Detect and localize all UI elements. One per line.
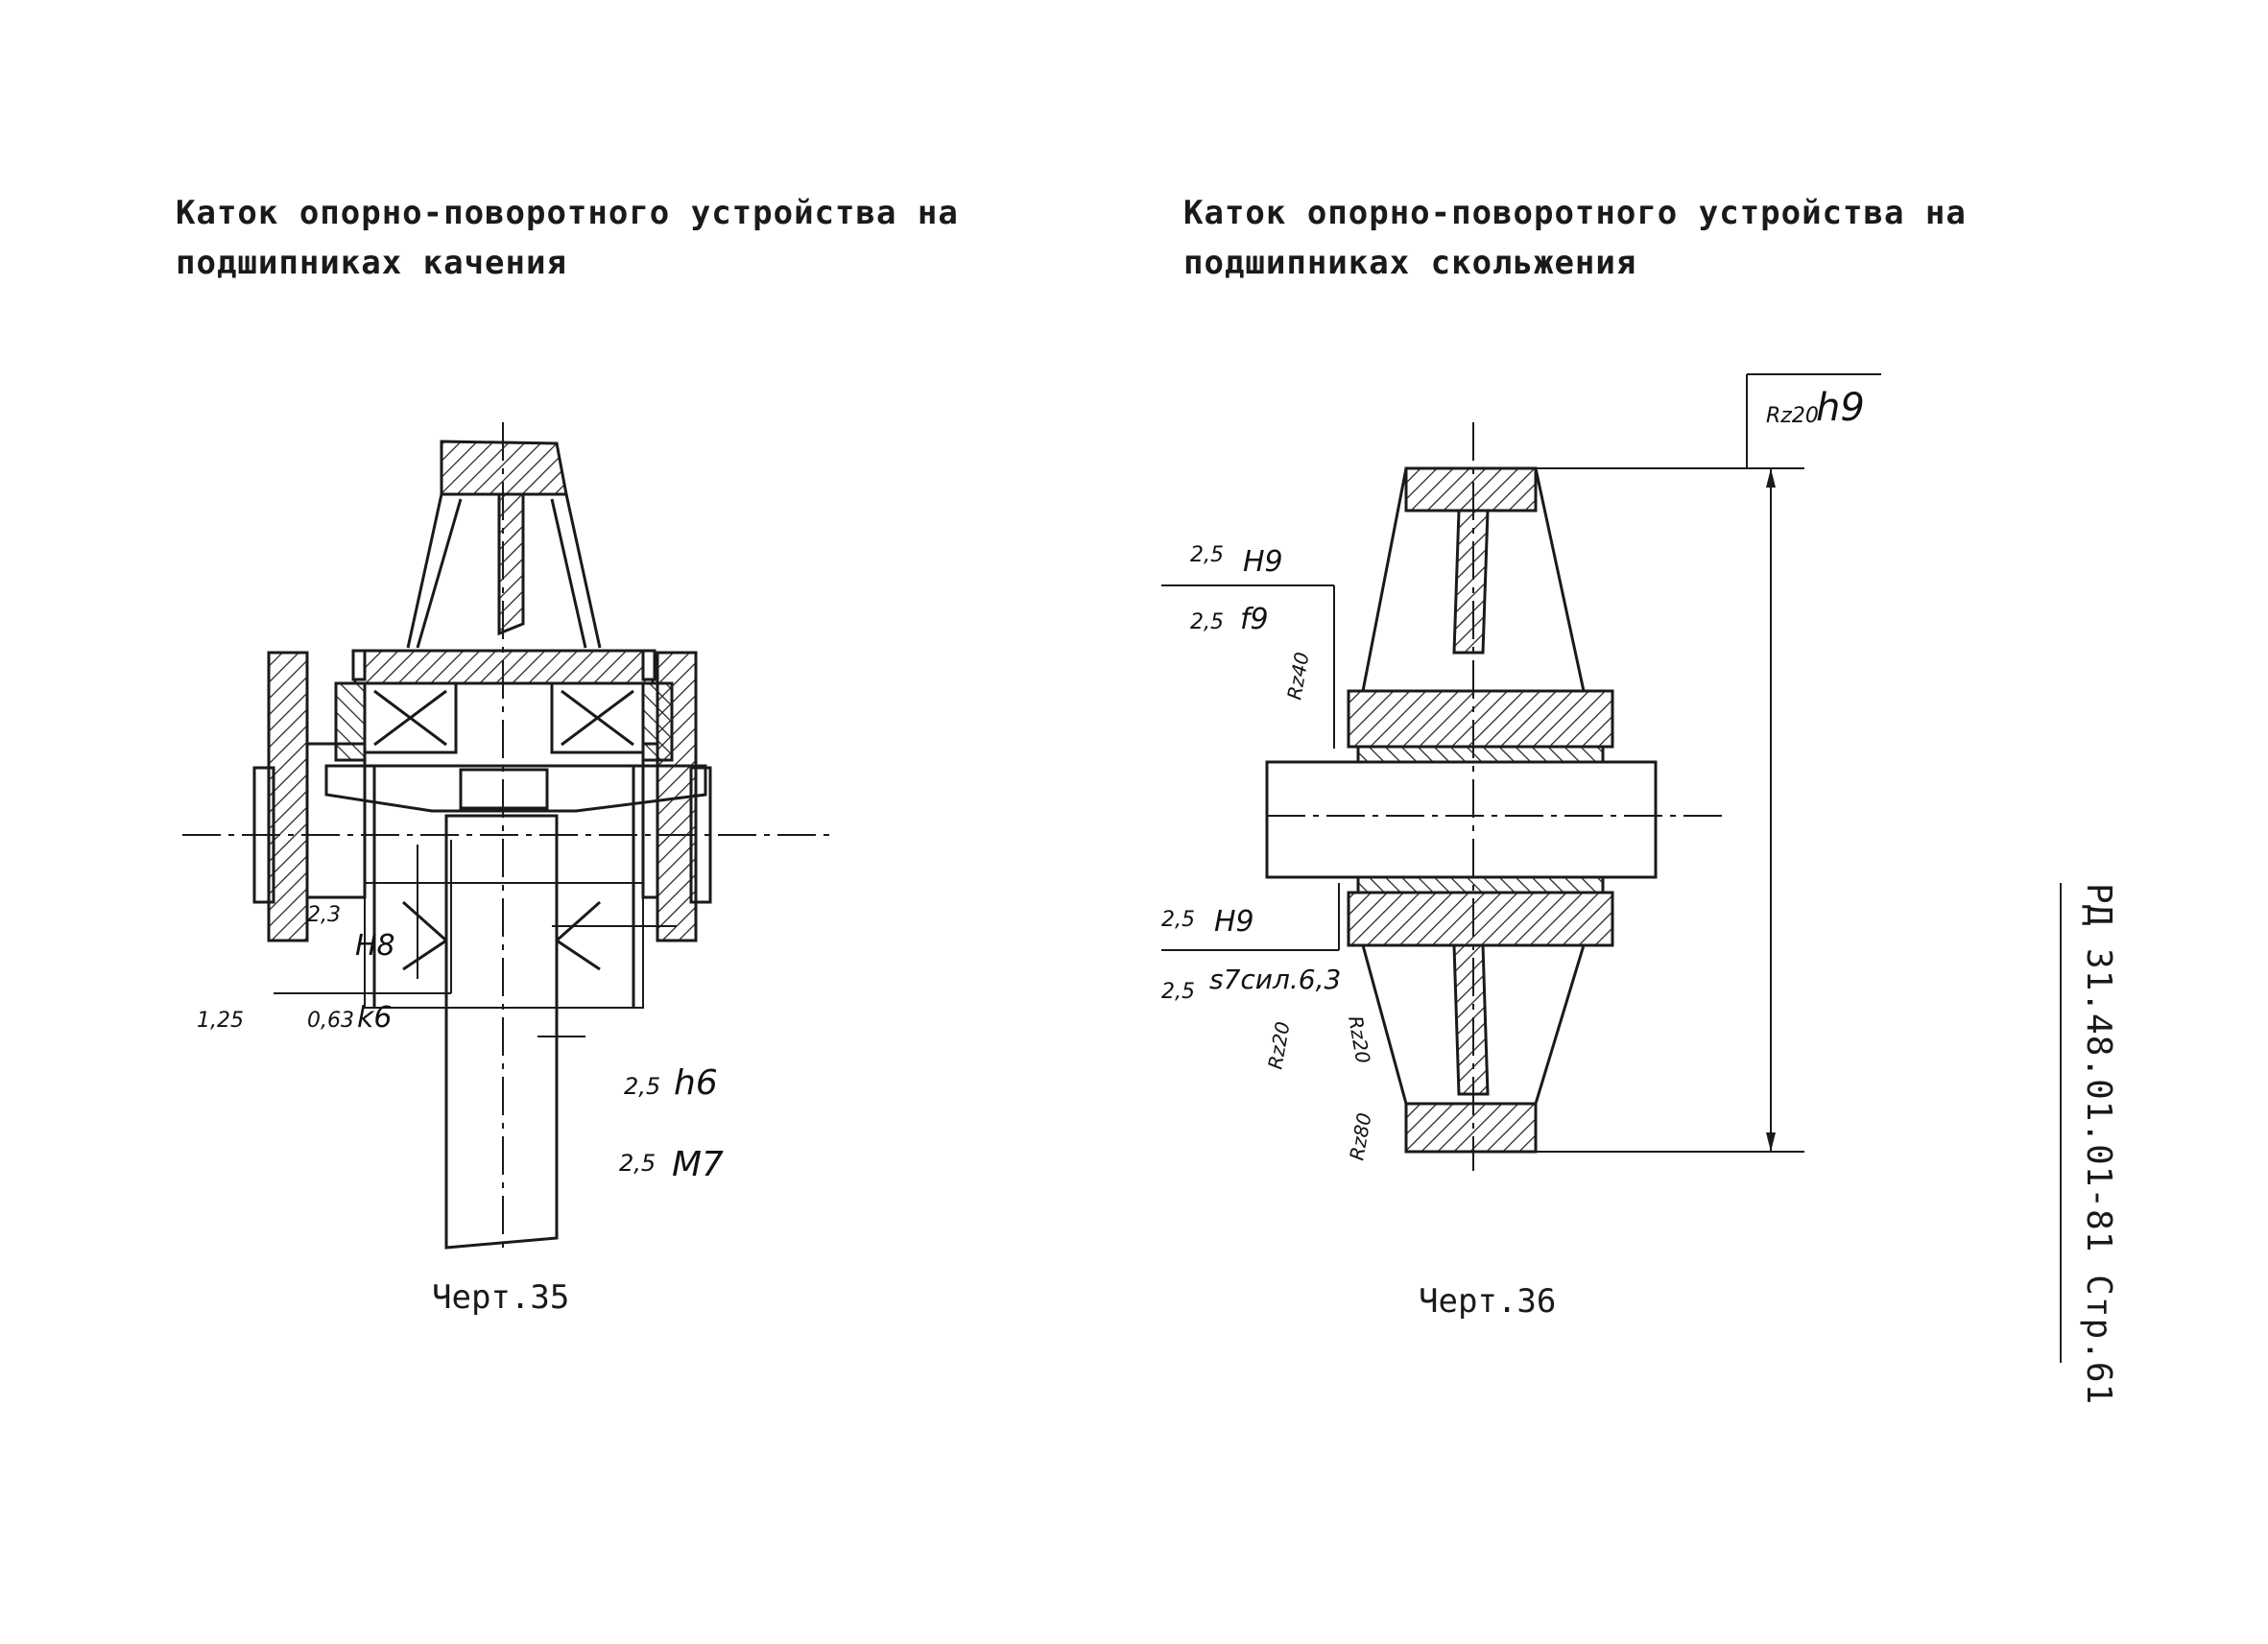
d35-fit-top-num: 2,3 [307,903,341,927]
d36-fit1-top: Н9 [1243,545,1283,579]
stamp-rule [2060,883,2062,1363]
d35-m7-fit: М7 [672,1145,724,1184]
d35-fit-bottom: k6 [357,1001,392,1035]
d36-fit1-bottom: f9 [1240,603,1269,636]
d36-fit2-bottom-num: 2,5 [1161,980,1195,1004]
d36-rz20b: Rz20 [1344,1014,1374,1065]
d36-rz80: Rz80 [1345,1111,1375,1162]
drawing-36-annotations: Rz20 h9 2,5 Н9 2,5 f9 2,5 Н9 2,5 s7сил.6… [1161,386,1865,1162]
drawing-36-geometry [1161,373,1881,1171]
d35-fit-top: Н8 [355,929,395,963]
title-right-line-2: подшипниках скольжения [1183,244,1637,282]
title-right: Каток опорно-поворотного устройства на п… [1183,188,1967,288]
title-right-line-1: Каток опорно-поворотного устройства на [1183,194,1967,232]
d36-fit1-bottom-num: 2,5 [1190,610,1224,634]
drawing-35-annotations: 2,3 Н8 0,63 k6 1,25 2,5 h6 2,5 М7 [197,903,724,1184]
d36-fit2-top: Н9 [1214,905,1254,939]
drawing-35: 2,3 Н8 0,63 k6 1,25 2,5 h6 2,5 М7 [182,422,835,1250]
d35-h6-num: 2,5 [624,1073,660,1100]
drawing-35-geometry [182,422,835,1250]
d35-fit-bottom-num: 0,63 [307,1009,354,1033]
d36-rz20a: Rz20 [1263,1020,1294,1071]
d35-roughness-left: 1,25 [197,1009,244,1033]
d36-rz-top-fit: h9 [1816,386,1865,430]
document-stamp: РД 31.48.01.01-81 Стр.61 [2054,883,2140,1405]
title-left-line-2: подшипниках качения [176,244,567,282]
d36-fit1-top-num: 2,5 [1190,543,1224,567]
d36-rz40: Rz40 [1282,651,1313,702]
d36-rz-top-label: Rz20 [1766,404,1819,428]
d35-h6-fit: h6 [674,1063,718,1103]
caption-drawing-36: Черт.36 [1419,1282,1557,1321]
d35-m7-num: 2,5 [619,1150,656,1177]
d36-fit2-bottom: s7сил.6,3 [1209,964,1341,995]
d36-fit2-top-num: 2,5 [1161,908,1195,932]
title-left: Каток опорно-поворотного устройства на п… [176,188,959,288]
drawing-36: Rz20 h9 2,5 Н9 2,5 f9 2,5 Н9 2,5 s7сил.6… [1161,373,1881,1171]
title-left-line-1: Каток опорно-поворотного устройства на [176,194,959,232]
caption-drawing-35: Черт.35 [432,1278,570,1317]
stamp-text: РД 31.48.01.01-81 Стр.61 [2079,883,2118,1406]
